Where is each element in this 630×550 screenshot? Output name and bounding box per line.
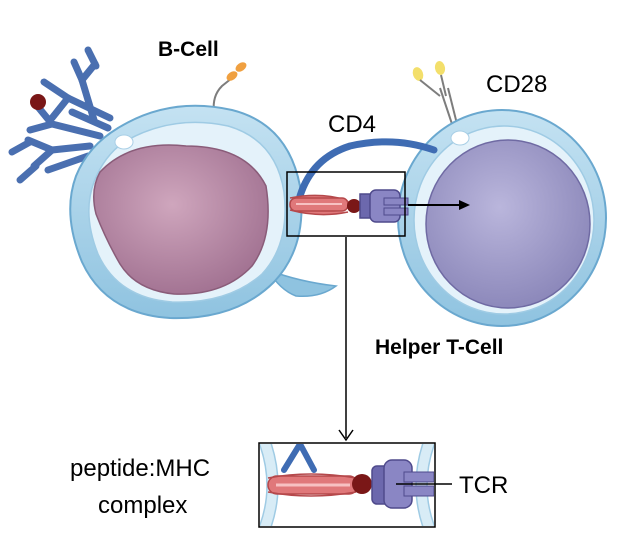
b-cell [8, 46, 338, 320]
cd4-label: CD4 [328, 111, 376, 138]
cd4-molecule [296, 138, 438, 200]
helper-t-cell [397, 61, 607, 327]
antibody-lower [8, 136, 94, 184]
peptide-mhc-label-line2: complex [98, 492, 187, 519]
t-cell-vesicle [450, 130, 470, 146]
peptide [347, 199, 361, 213]
antigen-bound [30, 94, 46, 110]
b-cell-vesicle [114, 134, 134, 150]
mhc-molecule [289, 194, 351, 216]
immune-synapse [286, 171, 470, 237]
peptide-mhc-label-line1: peptide:MHC [70, 455, 210, 482]
cd28-label: CD28 [486, 71, 547, 98]
zoom-arrowhead [338, 429, 354, 442]
antibody-receptors [8, 46, 114, 184]
b-cell-label: B-Cell [158, 38, 219, 61]
helper-t-cell-label: Helper T-Cell [375, 336, 503, 359]
b-cell-nucleus [93, 144, 269, 295]
zoom-inset [258, 442, 452, 528]
synapse-highlight-box [286, 171, 406, 237]
tcr-label: TCR [459, 472, 508, 499]
b7-ligand [212, 62, 247, 113]
tcr-molecule [359, 189, 409, 223]
signal-arrowhead [459, 200, 470, 210]
antibody-upper [40, 46, 114, 132]
t-cell-nucleus [425, 139, 591, 309]
b-cell-membrane-tail [266, 268, 338, 298]
